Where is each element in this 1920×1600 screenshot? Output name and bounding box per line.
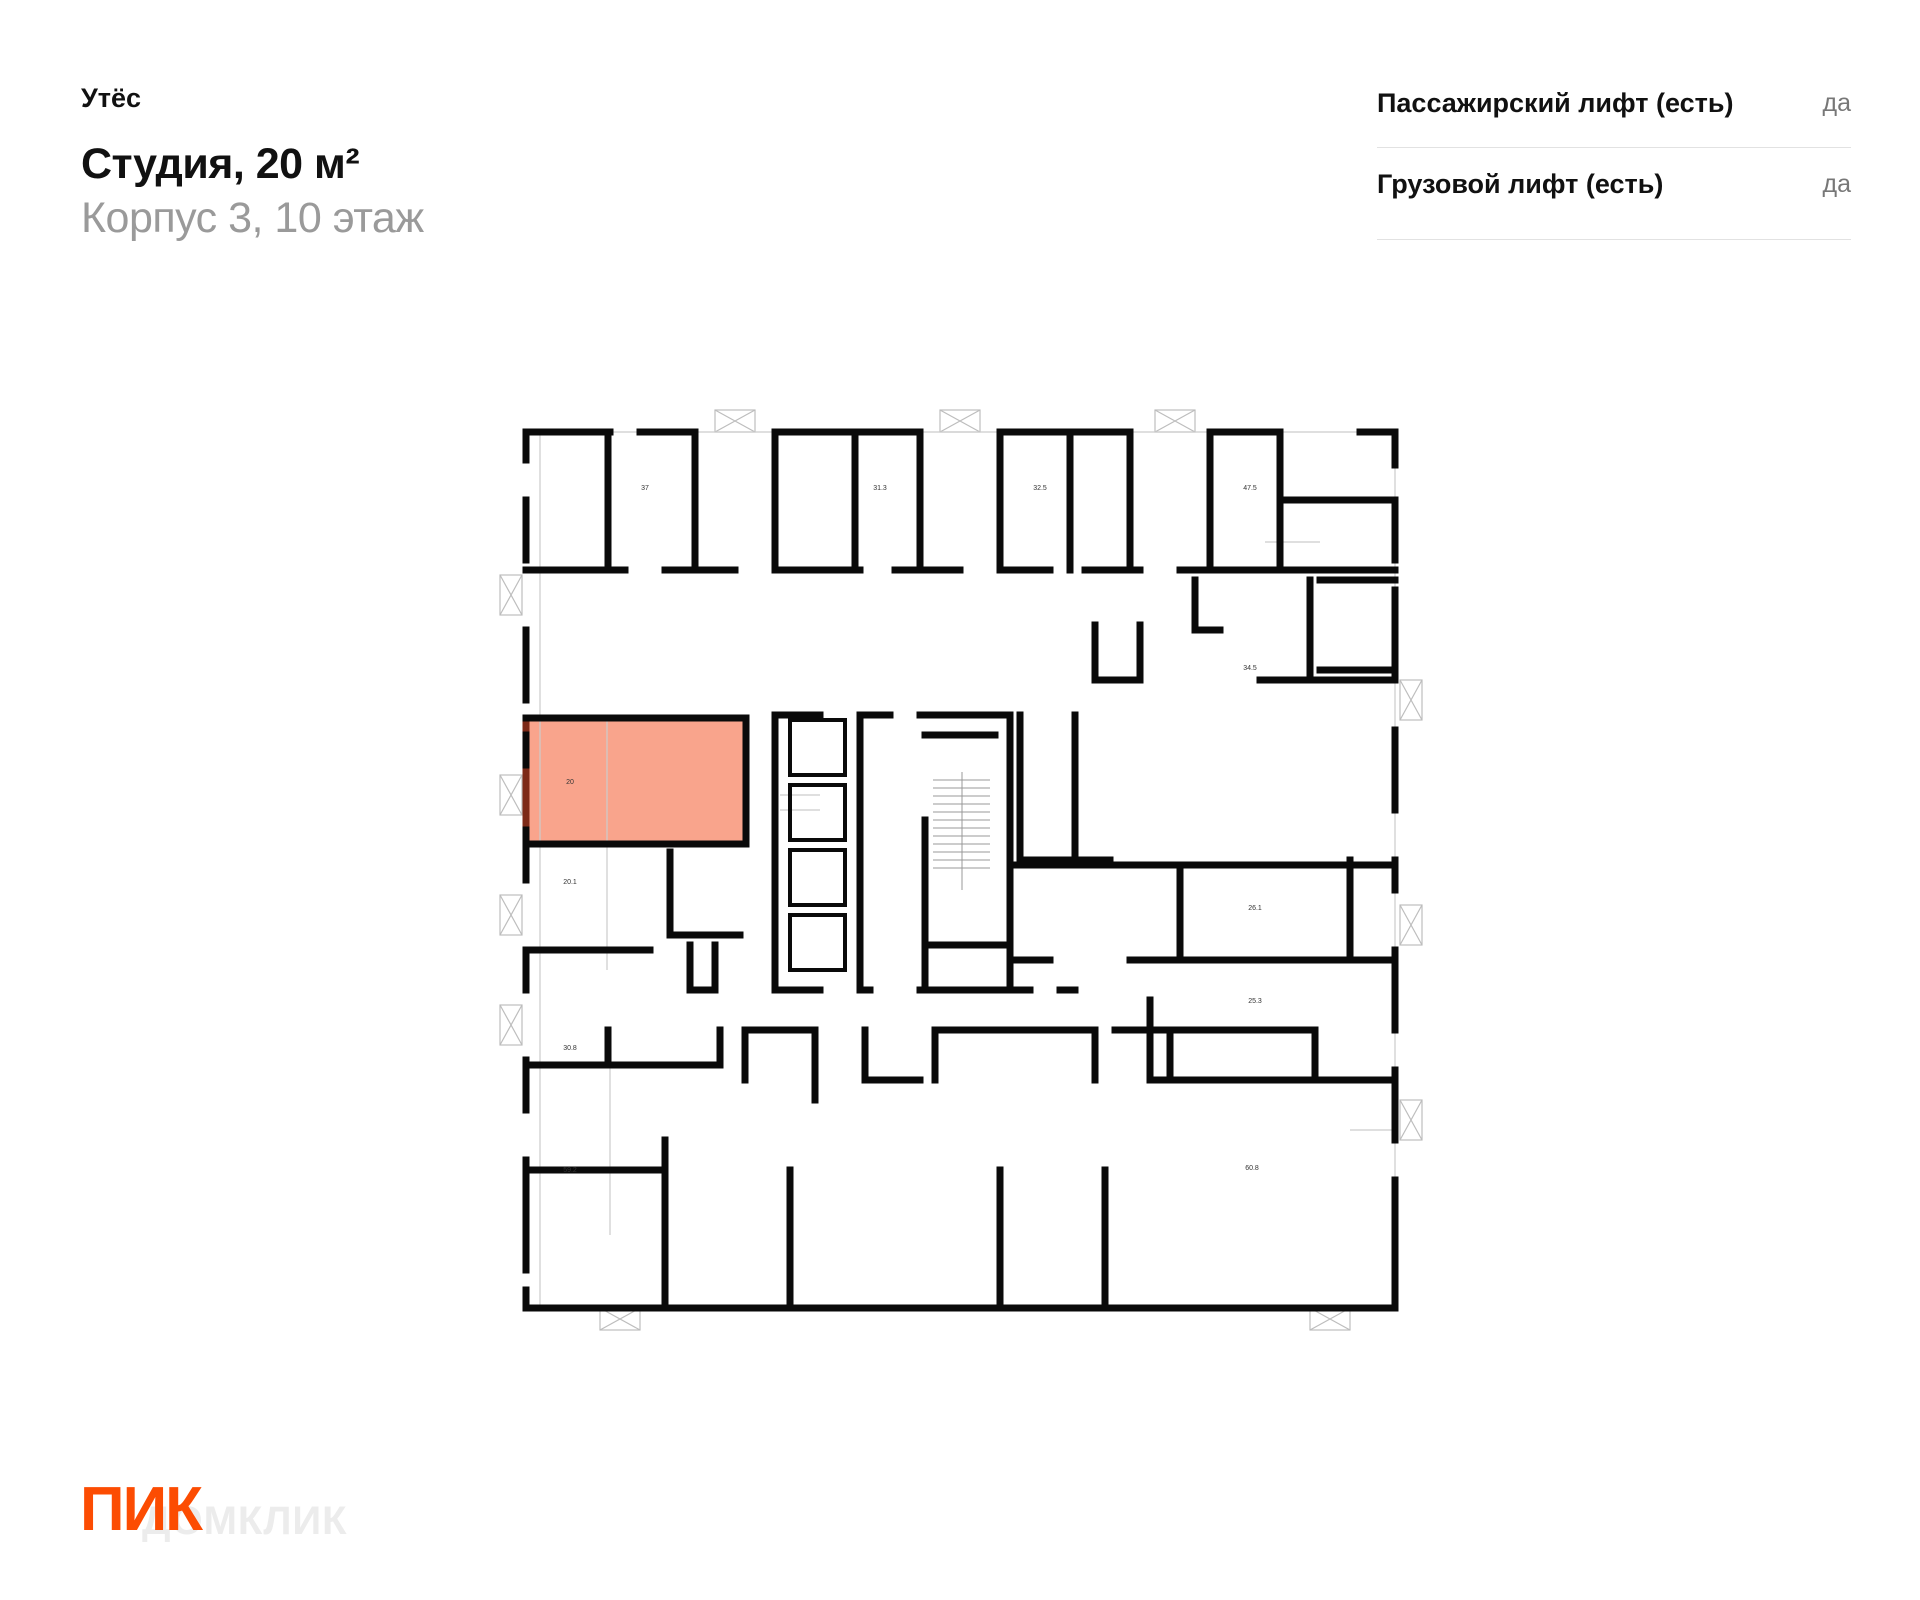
feature-value: да	[1822, 89, 1852, 117]
complex-name: Утёс	[81, 83, 142, 113]
feature-passenger-lift: Пассажирский лифт (есть) да	[1377, 78, 1851, 148]
feature-freight-lift: Грузовой лифт (есть) да	[1377, 148, 1851, 240]
stairs	[933, 772, 990, 890]
area-label: 37	[641, 485, 649, 492]
walls	[522, 428, 1399, 1312]
features-list: Пассажирский лифт (есть) да Грузовой лиф…	[1377, 78, 1851, 240]
window-markers	[499, 409, 1423, 1331]
feature-label: Пассажирский лифт (есть)	[1377, 88, 1734, 118]
area-label: 30.8	[563, 1045, 577, 1052]
area-label: 20	[566, 779, 574, 786]
area-label: 25.3	[1248, 998, 1262, 1005]
highlighted-unit[interactable]	[522, 714, 750, 848]
feature-label: Грузовой лифт (есть)	[1377, 169, 1664, 199]
watermark-text: ДОМКЛИК	[142, 1499, 348, 1543]
area-label: 47.5	[1243, 485, 1257, 492]
thin-partitions	[526, 431, 1396, 1309]
area-label: 20.1	[563, 879, 577, 886]
unit-title: Студия, 20 м²	[81, 140, 360, 188]
area-label: 32.5	[1033, 485, 1047, 492]
pik-logo: ДОМКЛИК ПИК	[80, 1475, 348, 1544]
area-label: 60.8	[1245, 1165, 1259, 1172]
floor-plan: 37 31.3 32.5 47.5 34.5 20 20.1 26.1 25.3…	[499, 409, 1423, 1331]
area-label: 26.1	[1248, 905, 1262, 912]
logo-text: ПИК	[80, 1475, 203, 1544]
area-label: 31.3	[873, 485, 887, 492]
area-label: 34.5	[1243, 665, 1257, 672]
area-label: 59.2	[563, 1167, 577, 1174]
feature-value: да	[1822, 170, 1852, 198]
unit-location: Корпус 3, 10 этаж	[81, 194, 424, 242]
